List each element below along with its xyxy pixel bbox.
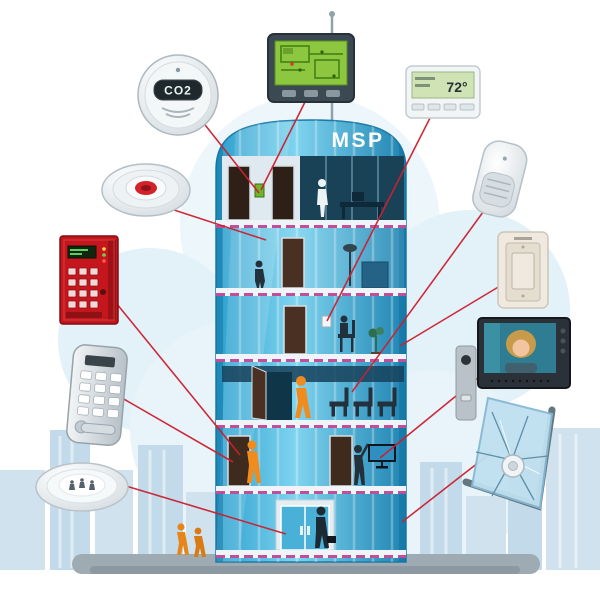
wall-keypad-green — [254, 183, 265, 198]
floor3-door — [283, 305, 307, 355]
wall-thermostat — [321, 315, 332, 328]
floor5-door-right — [329, 435, 353, 487]
glass-break-sensor-icon — [462, 396, 556, 511]
security-control-panel-icon — [267, 33, 355, 103]
floor5-person-raised-arm — [354, 443, 370, 485]
switch-rocker — [511, 252, 535, 290]
connector-door-lock — [121, 397, 234, 463]
motion-sensor-icon — [472, 140, 528, 218]
thermostat-temperature: 72° — [446, 79, 467, 95]
co2-display-label: CO2 — [164, 84, 192, 98]
lock-keypad — [77, 370, 123, 419]
lock-handle — [80, 422, 116, 435]
floor2-door — [281, 237, 305, 289]
door-lock-keypad-icon — [66, 344, 128, 447]
floor-5-scene — [227, 435, 396, 487]
floor-4-scene — [222, 365, 404, 421]
connector-ceiling-sensor — [125, 485, 287, 535]
waiting-chairs — [329, 387, 397, 417]
video-intercom-icon — [455, 317, 571, 421]
floor4-walking-person — [295, 376, 311, 418]
floor-2-scene — [222, 228, 404, 289]
caller-portrait — [505, 330, 537, 373]
smoke-detector-icon — [101, 163, 191, 217]
lock-display — [84, 355, 116, 368]
ground — [72, 554, 540, 574]
floor4-doorway — [266, 372, 292, 420]
building-name-label: MSP — [331, 129, 384, 152]
floor-bands — [216, 220, 406, 558]
floor1-door-left — [227, 165, 251, 221]
light-switch-icon — [497, 231, 549, 309]
ceiling-occupancy-sensor-icon — [35, 462, 129, 512]
co2-detector-icon: CO2 — [137, 54, 219, 136]
connector-control-panel — [260, 101, 306, 191]
floor-6-scene — [272, 499, 338, 555]
connector-switch — [399, 285, 501, 347]
connector-thermostat — [326, 117, 431, 322]
connector-fire-panel — [111, 297, 241, 456]
fire-panel-display — [67, 245, 97, 259]
lobby-person-briefcase — [315, 506, 336, 548]
fire-alarm-panel-icon — [59, 235, 119, 325]
office-worker-figure — [317, 179, 328, 217]
floor5-orange-person — [247, 440, 261, 483]
occupancy-figures — [69, 478, 95, 490]
floor3-seated-person — [338, 315, 355, 352]
building-illustration: MSP — [215, 119, 407, 563]
wall-tv — [368, 444, 396, 469]
thermostat-icon: 72° — [405, 65, 481, 119]
floor-3-scene — [283, 305, 384, 358]
floor-1-scene — [222, 156, 404, 221]
connector-smoke — [167, 207, 267, 241]
floor2-person — [255, 260, 265, 288]
fire-panel-keypad — [67, 267, 99, 309]
connector-motion — [351, 207, 487, 393]
connector-co2 — [197, 115, 260, 194]
street-pedestrians — [177, 523, 206, 557]
door-station — [455, 345, 477, 421]
floor1-door-right — [271, 165, 295, 221]
